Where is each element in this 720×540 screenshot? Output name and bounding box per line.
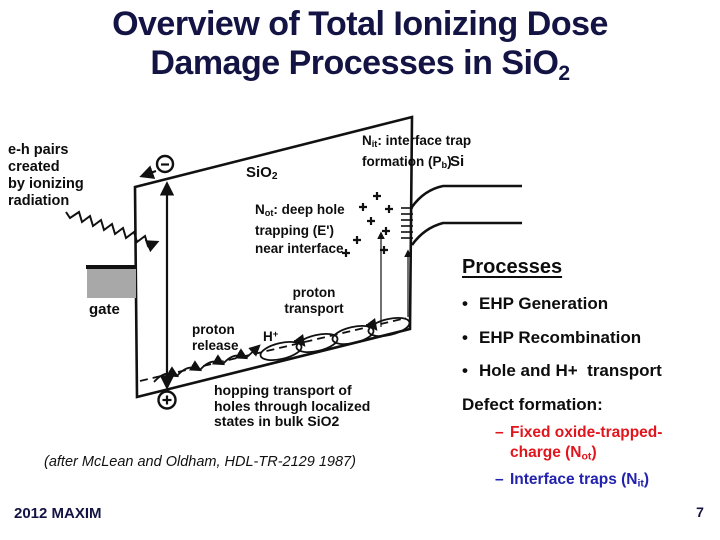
bullet-icon: • <box>462 361 468 380</box>
page-number: 7 <box>696 504 704 520</box>
dashed-transport-level <box>139 317 407 382</box>
sio2-label: SiO2 <box>246 164 278 183</box>
hole-circle-icon <box>157 390 177 410</box>
title-line1: Overview of Total Ionizing Dose <box>112 5 608 43</box>
gate-label: gate <box>89 301 120 318</box>
interface-hatch-marks <box>401 207 413 239</box>
list-item: •Hole and H+ transport <box>462 361 662 380</box>
proton-transport-label: proton transport <box>284 285 344 316</box>
defect-sublist: – Fixed oxide-trapped- charge (Not) – In… <box>495 423 662 498</box>
gate-electrode <box>87 268 136 298</box>
dash-icon: – <box>495 471 504 489</box>
bullet-icon: Defect formation: <box>462 394 603 414</box>
dash-icon: – <box>495 424 504 441</box>
list-item: •EHP Generation <box>462 294 609 313</box>
list-item-interface-traps: – Interface traps (Nit) <box>495 470 662 493</box>
electron-circle-icon <box>155 154 175 174</box>
list-item-fixed-oxide-charge: – Fixed oxide-trapped- charge (Not) <box>495 423 662 466</box>
bullet-icon: • <box>462 327 468 347</box>
hopping-transport-label: hopping transport of holes through local… <box>214 382 371 429</box>
electron-exit-arrow <box>139 165 157 179</box>
trapped-holes-plus-icons <box>342 192 393 257</box>
hole-hop-arcs <box>153 344 261 383</box>
proton-release-label: proton release <box>192 322 239 353</box>
processes-heading: Processes <box>462 256 563 278</box>
h-plus-label: H+ <box>263 329 279 344</box>
photon-wavy-arrow <box>65 210 160 253</box>
bullet-icon: • <box>462 294 468 313</box>
proton-hop-loops <box>259 316 411 362</box>
title-line2: Damage Processes in SiO2 <box>150 44 570 85</box>
processes-list: •EHP Generation •EHP Recombination •Hole… <box>462 294 662 415</box>
footer-label: 2012 MAXIM <box>14 505 102 522</box>
si-band-curves <box>410 184 522 246</box>
oxide-band-box <box>133 115 414 399</box>
citation: (after McLean and Oldham, HDL-TR-2129 19… <box>44 454 356 470</box>
eh-pairs-label: e-h pairs created by ionizing radiation <box>8 142 84 209</box>
deep-hole-trapping-label: Not: deep hole trapping (E') near interf… <box>255 202 345 257</box>
list-item: Defect formation: <box>462 394 662 415</box>
si-label: Si <box>450 153 465 170</box>
page-title: Overview of Total Ionizing Dose Damage P… <box>0 5 720 93</box>
interface-trap-label: Nit: interface trap formation (Pb) <box>362 133 472 171</box>
list-item: •EHP Recombination <box>462 327 642 347</box>
